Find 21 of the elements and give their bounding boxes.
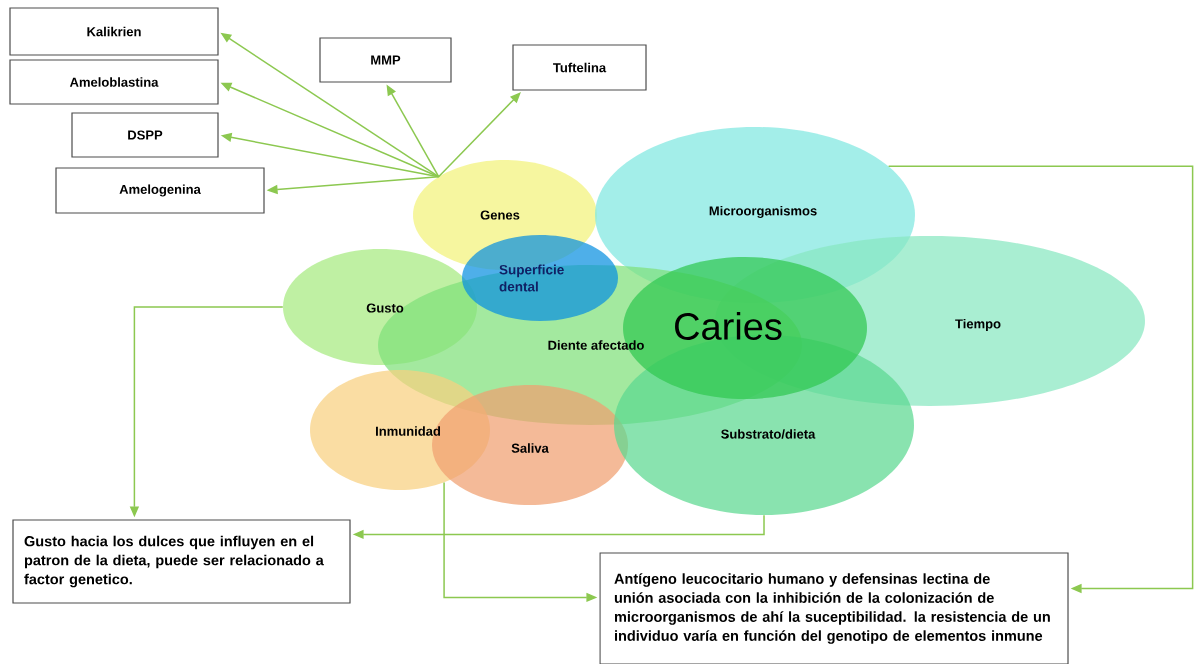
ellipse-label: Inmunidad	[376, 426, 440, 436]
ellipse-label: Superficie dental	[499, 264, 564, 292]
text-box: Kalikrien	[9, 7, 219, 56]
ellipse-label: Diente afectado	[548, 340, 644, 350]
ellipse-label: Caries	[675, 312, 782, 340]
text-box: Tuftelina	[512, 44, 647, 91]
ellipse-label: Substrato/dieta	[721, 429, 816, 439]
ellipse	[462, 235, 618, 321]
ellipse-label: Tiempo	[955, 318, 1001, 332]
text-box: Amelogenina	[55, 167, 265, 214]
ellipse-label: Saliva	[511, 443, 549, 453]
text-box: DSPP	[71, 112, 219, 158]
text-box: MMP	[319, 37, 452, 83]
ellipse-label: Microorganismos	[709, 205, 817, 219]
text-box: Gusto hacia los dulces que influyen en el patron de la dieta, puede ser relacionado a factor genetico.	[12, 519, 351, 604]
text-box: Ameloblastina	[9, 59, 219, 105]
ellipse-label: Genes	[480, 210, 520, 220]
arrow	[887, 165, 1194, 594]
ellipse-label: Gusto	[366, 303, 404, 313]
arrow	[437, 92, 521, 178]
text-box: Antígeno leucocitario humano y defensinas lectina de unión asociada con la inhibición de la colonización de microorganismos de ahí la suceptibilidad. la resistencia de un individuo varía en función del genotipo de elementos inmune	[599, 552, 1069, 664]
